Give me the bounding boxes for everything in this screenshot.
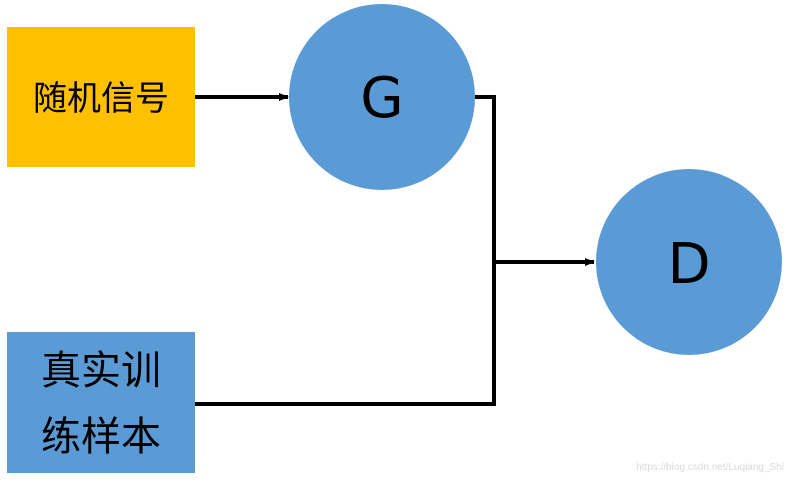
random-signal-box bbox=[7, 27, 195, 167]
real-samples-label-line1: 真实训 bbox=[41, 348, 161, 394]
generator-node: G bbox=[289, 4, 475, 190]
watermark-text: https://blog.csdn.net/Luqiang_Shi bbox=[636, 462, 784, 473]
edge-generator-and-real-samples-merge bbox=[195, 95, 496, 406]
random-signal-node: 随机信号 bbox=[7, 27, 195, 167]
real-samples-box bbox=[7, 332, 195, 473]
generator-label: G bbox=[360, 66, 403, 131]
discriminator-node: D bbox=[596, 169, 782, 355]
real-samples-label-line2: 练样本 bbox=[41, 414, 161, 460]
discriminator-circle bbox=[596, 169, 782, 355]
random-signal-label: 随机信号 bbox=[33, 79, 169, 119]
discriminator-label: D bbox=[667, 232, 710, 297]
real-samples-node: 真实训 练样本 bbox=[7, 332, 195, 473]
generator-circle bbox=[289, 4, 475, 190]
